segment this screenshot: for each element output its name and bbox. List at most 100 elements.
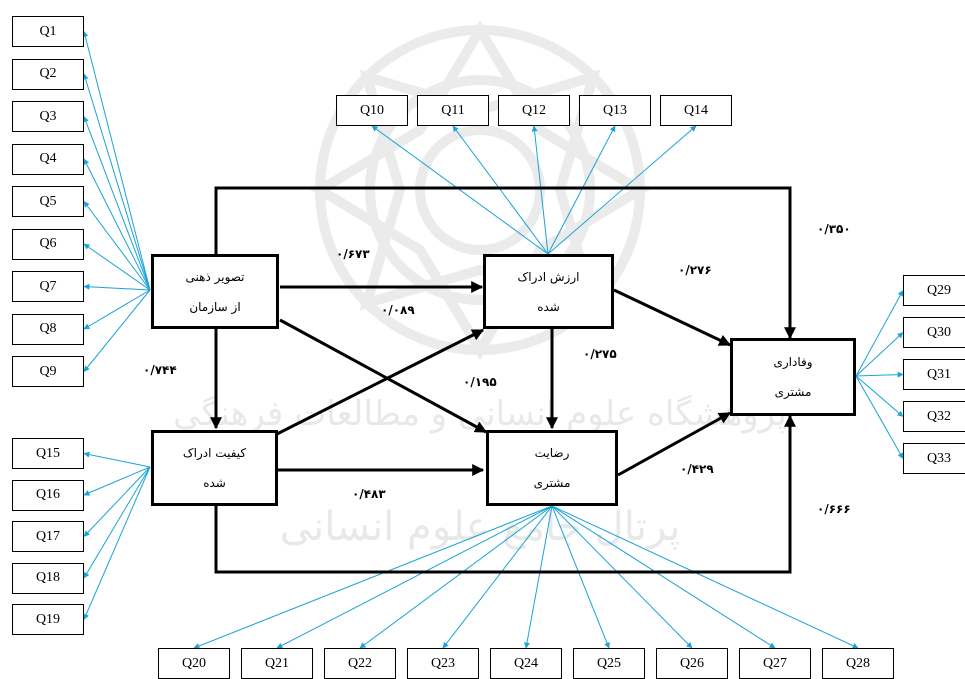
indicator-box-q4: Q4: [12, 143, 84, 175]
construct-image-line1: تصویر ذهنی: [185, 269, 245, 284]
indicator-arrow-q7: [83, 283, 151, 291]
indicator-arrow-q19: [83, 466, 151, 621]
construct-image-line2: از سازمان: [189, 299, 241, 314]
structural-paths: [210, 186, 796, 574]
indicator-arrow-q12: [531, 125, 549, 255]
coef-quality-loyalty: ۰/۶۶۶: [817, 502, 851, 516]
indicator-box-q10: Q10: [336, 95, 408, 126]
indicator-box-q16: Q16: [12, 479, 84, 511]
indicator-arrow-q10: [371, 125, 549, 255]
indicator-box-q21: Q21: [241, 648, 313, 679]
coef-image-satisfaction: ۰/۱۹۵: [463, 375, 497, 389]
indicator-arrow-q11: [452, 125, 549, 255]
indicator-box-q6: Q6: [12, 228, 84, 260]
construct-loyalty: وفاداری مشتری: [730, 338, 856, 416]
indicator-arrow-q2: [82, 73, 151, 291]
path-value-loyalty: [613, 288, 732, 347]
indicator-box-q17: Q17: [12, 521, 84, 552]
indicator-box-q3: Q3: [12, 101, 84, 132]
construct-satisfaction-line2: مشتری: [533, 476, 571, 490]
indicator-arrow-q3: [83, 115, 151, 291]
indicator-arrow-q32: [855, 375, 904, 417]
indicator-arrow-q22: [359, 505, 553, 649]
construct-satisfaction-line1: رضایت: [534, 446, 570, 460]
indicator-box-q5: Q5: [12, 186, 84, 217]
coef-image-loyalty: ۰/۳۵۰: [817, 222, 851, 236]
construct-value-line2: شده: [537, 299, 560, 314]
indicator-box-q2: Q2: [12, 58, 84, 90]
path-image-satisfaction: [279, 318, 488, 434]
indicator-box-q8: Q8: [12, 313, 84, 345]
indicator-box-q12: Q12: [498, 95, 570, 126]
indicator-arrow-q27: [551, 505, 776, 649]
indicator-box-q14: Q14: [660, 95, 732, 126]
indicator-box-q22: Q22: [324, 648, 396, 679]
indicator-arrow-q20: [193, 505, 553, 649]
indicator-box-q18: Q18: [12, 562, 84, 594]
indicator-arrow-q9: [83, 289, 151, 372]
indicator-arrow-q28: [551, 505, 859, 649]
indicator-arrow-q23: [442, 505, 553, 649]
indicator-arrow-q5: [83, 201, 151, 291]
indicator-arrow-q31: [855, 371, 904, 378]
indicator-arrow-q14: [547, 125, 697, 255]
indicator-arrow-q13: [547, 125, 616, 255]
indicator-box-q31: Q31: [903, 359, 965, 390]
coef-value-satisfaction: ۰/۲۷۵: [583, 347, 617, 361]
coef-satisfaction-loyalty: ۰/۴۲۹: [680, 462, 714, 476]
indicator-arrow-q21: [276, 505, 553, 649]
indicator-box-q1: Q1: [12, 16, 84, 47]
construct-image: تصویر ذهنی از سازمان: [151, 254, 279, 329]
indicator-arrow-q4: [83, 158, 151, 291]
coef-quality-satisfaction: ۰/۴۸۳: [352, 487, 386, 501]
construct-loyalty-line2: مشتری: [774, 385, 812, 399]
indicator-arrow-q25: [551, 505, 610, 649]
indicator-arrow-q24: [524, 505, 553, 649]
indicator-arrow-q1: [82, 30, 151, 291]
indicator-arrow-q26: [551, 505, 693, 649]
path-quality-loyalty: [214, 414, 796, 574]
indicator-box-q19: Q19: [12, 604, 84, 635]
indicator-box-q30: Q30: [903, 317, 965, 348]
path-image-loyalty: [214, 186, 796, 340]
construct-loyalty-line1: وفاداری: [773, 355, 813, 369]
indicator-box-q7: Q7: [12, 271, 84, 302]
indicator-arrow-q29: [855, 289, 904, 377]
construct-quality: کیفیت ادراک شده: [151, 430, 278, 506]
indicator-arrow-q33: [855, 375, 904, 460]
indicator-box-q33: Q33: [903, 443, 965, 474]
indicator-arrow-q6: [83, 243, 151, 291]
indicator-box-q28: Q28: [822, 648, 894, 679]
construct-value: ارزش ادراک شده: [483, 254, 614, 329]
indicator-arrow-q16: [83, 466, 151, 496]
indicator-box-q9: Q9: [12, 356, 84, 387]
construct-quality-line1: کیفیت ادراک: [182, 446, 247, 460]
indicator-box-q11: Q11: [417, 95, 489, 126]
indicator-box-q26: Q26: [656, 648, 728, 679]
indicator-arrows: [82, 30, 904, 649]
construct-quality-line2: شده: [203, 476, 226, 490]
indicator-arrow-q15: [83, 451, 151, 468]
coef-image-value: ۰/۶۷۳: [336, 247, 370, 261]
indicator-box-q13: Q13: [579, 95, 651, 126]
coef-quality-value: ۰/۰۸۹: [381, 303, 415, 317]
indicator-arrow-q18: [83, 466, 151, 579]
indicator-box-q29: Q29: [903, 275, 965, 306]
indicator-box-q15: Q15: [12, 438, 84, 469]
indicator-box-q32: Q32: [903, 401, 965, 432]
path-satisfaction-loyalty: [617, 411, 732, 477]
indicator-arrow-q30: [855, 332, 904, 377]
indicator-arrow-q8: [83, 289, 151, 330]
indicator-box-q25: Q25: [573, 648, 645, 679]
coef-image-quality: ۰/۷۴۴: [143, 363, 177, 377]
indicator-box-q23: Q23: [407, 648, 479, 679]
construct-value-line1: ارزش ادراک: [517, 269, 580, 284]
path-quality-value: [274, 328, 485, 437]
construct-satisfaction: رضایت مشتری: [486, 430, 618, 506]
indicator-box-q27: Q27: [739, 648, 811, 679]
indicator-box-q24: Q24: [490, 648, 562, 679]
indicator-box-q20: Q20: [158, 648, 230, 679]
coef-value-loyalty: ۰/۲۷۶: [678, 263, 712, 277]
indicator-arrow-q17: [83, 466, 151, 537]
